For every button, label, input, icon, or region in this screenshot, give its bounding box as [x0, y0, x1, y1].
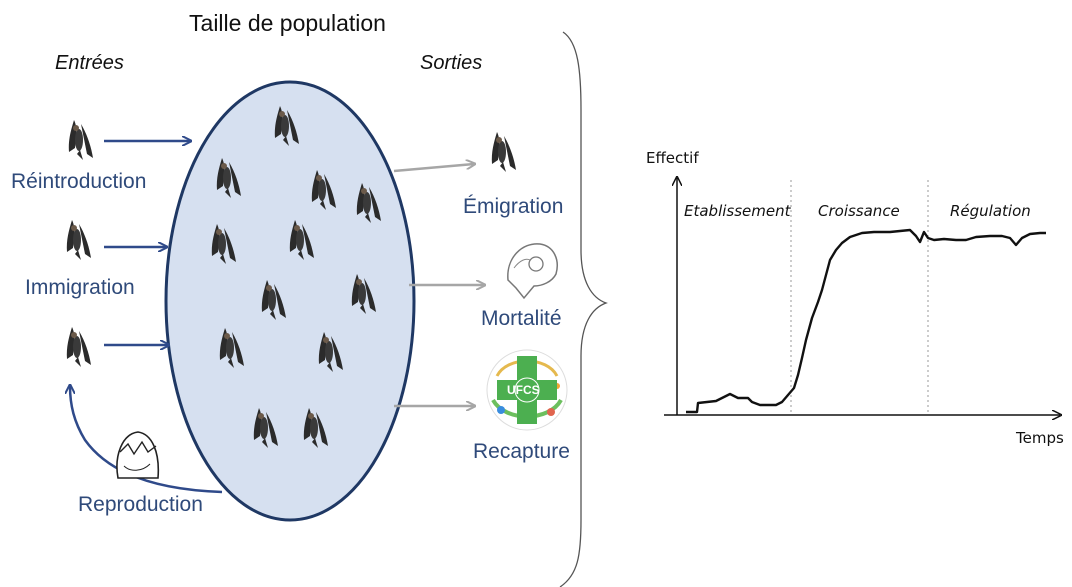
- diagram-title: Taille de population: [189, 10, 386, 36]
- input-label-immigration: Immigration: [25, 276, 135, 299]
- ufcs-logo-icon: [486, 349, 568, 431]
- ufcs-logo-text: UFCS: [507, 383, 540, 397]
- inputs-header: Entrées: [55, 52, 124, 74]
- reintroduction-bird-icon: [68, 120, 93, 160]
- phase-label-regulation: Régulation: [950, 202, 1031, 220]
- egg-icon: [116, 431, 160, 479]
- chart-x-label: Temps: [1016, 429, 1064, 447]
- effectif-chart: [664, 178, 1060, 415]
- phase-label-etablissement: Etablissement: [684, 202, 791, 220]
- phase-label-croissance: Croissance: [818, 202, 900, 220]
- chart-y-label: Effectif: [646, 149, 699, 167]
- input-label-reintroduction: Réintroduction: [11, 170, 147, 193]
- emigration-bird-icon: [491, 132, 516, 172]
- outputs-header: Sorties: [420, 52, 483, 74]
- reproduction-loop-arrow: [70, 386, 223, 494]
- grouping-brace: [559, 31, 608, 587]
- emigration-arrow: [393, 164, 474, 173]
- effectif-curve: [686, 228, 1046, 414]
- output-label-mortalite: Mortalité: [481, 307, 562, 330]
- output-label-emigration: Émigration: [463, 195, 564, 218]
- immigration-bird-icon: [66, 220, 91, 260]
- skull-icon: [507, 243, 558, 300]
- input-label-reproduction: Reproduction: [78, 493, 203, 516]
- output-label-recapture: Recapture: [473, 440, 570, 463]
- population-ellipse: [164, 80, 416, 522]
- reproduction-bird-icon: [66, 327, 91, 367]
